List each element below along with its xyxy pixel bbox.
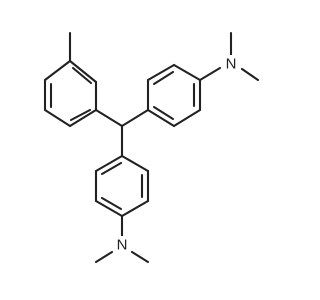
atom-label-n-bottom: N xyxy=(113,236,131,254)
molecule-structure: N N xyxy=(43,31,260,264)
bond-tolyl-double-a xyxy=(71,66,93,85)
bond-tolyl-double-c xyxy=(69,108,92,122)
bond-tolyl-6 xyxy=(43,59,72,82)
bond-lower-ring-double-b xyxy=(100,196,123,211)
bond-lower-ring-4 xyxy=(94,199,124,218)
bond-lower-ring-6 xyxy=(94,154,124,173)
bond-upper-ring-6 xyxy=(146,108,176,128)
bond-upper-n-methyl-right xyxy=(240,67,260,82)
bond-tolyl-central xyxy=(94,108,124,128)
atom-n-bottom-text: N xyxy=(117,237,128,254)
bond-lower-n-methyl-left xyxy=(94,250,114,264)
bond-upper-ring-5 xyxy=(172,108,202,128)
atom-label-n-top: N xyxy=(222,55,240,73)
bond-tolyl-3 xyxy=(68,108,98,128)
atom-n-top-text: N xyxy=(226,56,237,73)
bond-lower-n-methyl-right xyxy=(130,250,150,264)
bond-upper-ring-3 xyxy=(172,63,202,82)
bond-upper-ring-double-a xyxy=(152,70,175,86)
bonds xyxy=(43,31,260,264)
bond-tolyl-1 xyxy=(68,59,98,84)
bond-upper-ring-double-c xyxy=(152,105,175,121)
bond-central-upper-ring xyxy=(120,108,150,128)
bond-upper-ring-2 xyxy=(146,63,176,82)
bond-lower-ring-3 xyxy=(120,199,150,218)
bond-upper-ring-n xyxy=(198,66,222,82)
bond-lower-ring-1 xyxy=(120,154,150,173)
bond-lower-ring-double-c xyxy=(100,161,123,176)
bond-tolyl-4 xyxy=(43,108,72,128)
